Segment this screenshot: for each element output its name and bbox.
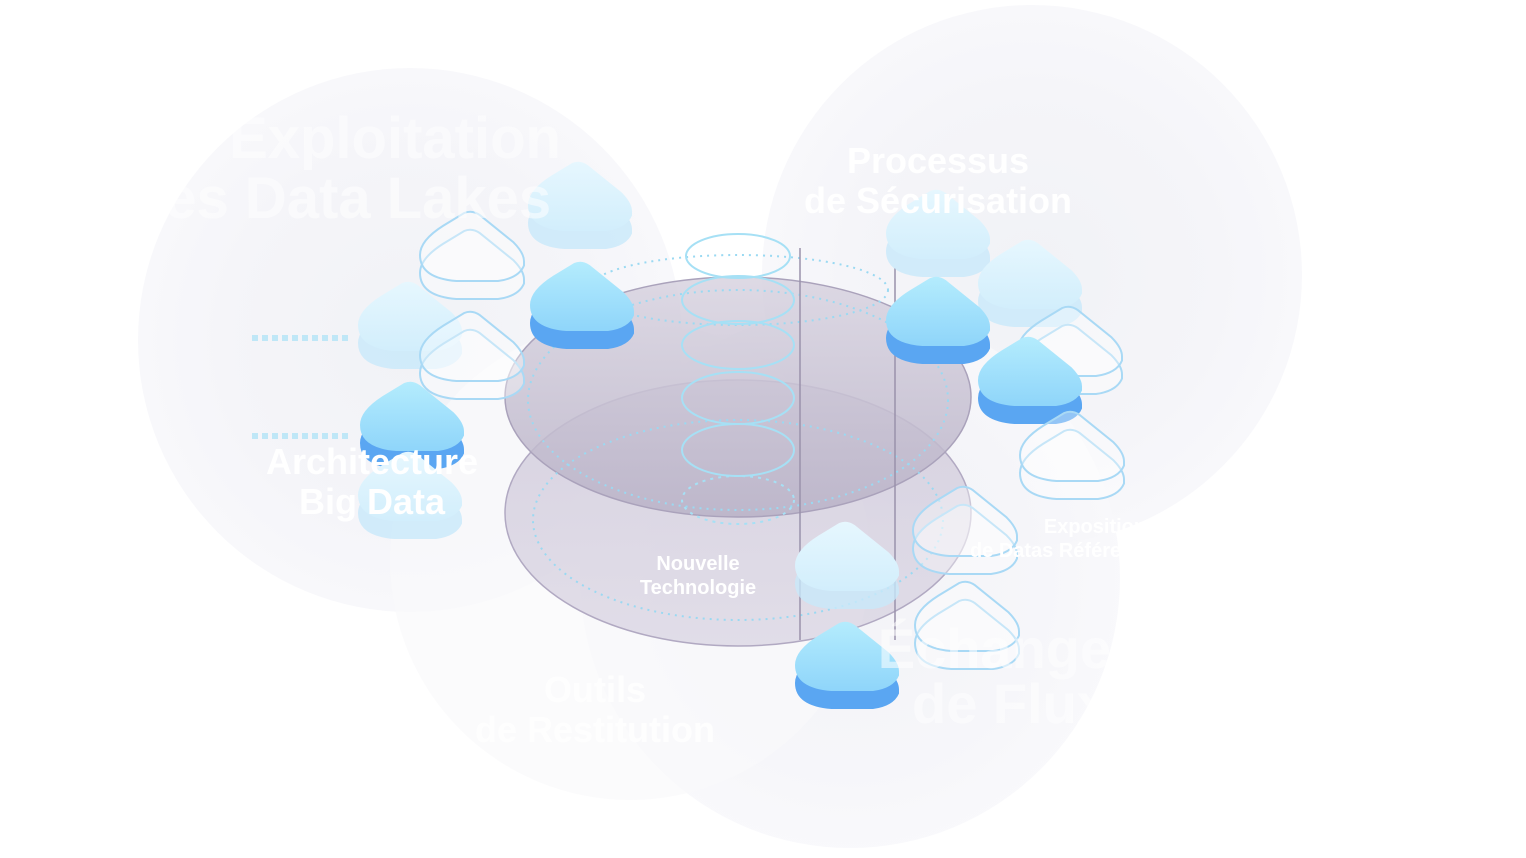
topic-exposition-line2: de Datas Référentielles [970,540,1190,562]
tiles [358,161,1125,710]
dotted-orbits [527,254,949,621]
tile-outline [911,485,1018,576]
orbit-ring-3 [532,419,944,621]
topic-outils-line1: Outils [544,669,646,710]
dotted-connectors [252,335,350,439]
topic-exposition-line1: Exposition [1044,516,1146,538]
topic-echanges-line1: Échanges [878,617,1143,680]
tile-outline [418,210,525,301]
central-coil [681,233,795,525]
topic-architecture-line1: Architecture [266,441,478,482]
tile-pale [358,281,462,370]
topic-outils-line2: de Restitution [475,709,715,750]
tile-pale [528,161,632,250]
tile-solid [978,336,1082,425]
tile-outline [913,580,1020,671]
topic-echanges-line2: de Flux [912,672,1108,735]
center-label-line1: Nouvelle [656,553,739,575]
tile-pale [795,521,899,610]
topic-securisation-line2: de Sécurisation [804,180,1072,221]
orbit-ring-2 [587,254,889,326]
tile-outline [1018,410,1125,501]
topic-architecture-line2: Big Data [299,481,446,522]
tile-pale [358,451,462,540]
topic-securisation-line1: Processus [847,140,1029,181]
topic-data-lakes-line1: Exploitation [229,106,561,171]
orbit-ring-1 [527,289,949,511]
topic-labels: Exploitation des Data Lakes Processus de… [129,106,1190,750]
tile-solid [360,381,464,470]
topic-data-lakes-line2: des Data Lakes [129,166,551,231]
tile-solid [795,621,899,710]
tile-pale [978,239,1082,328]
tile-solid [530,261,634,350]
center-label-line2: Technologie [640,577,756,599]
tile-outline [418,310,525,401]
tile-solid [886,276,990,365]
tile-pale [886,189,990,278]
